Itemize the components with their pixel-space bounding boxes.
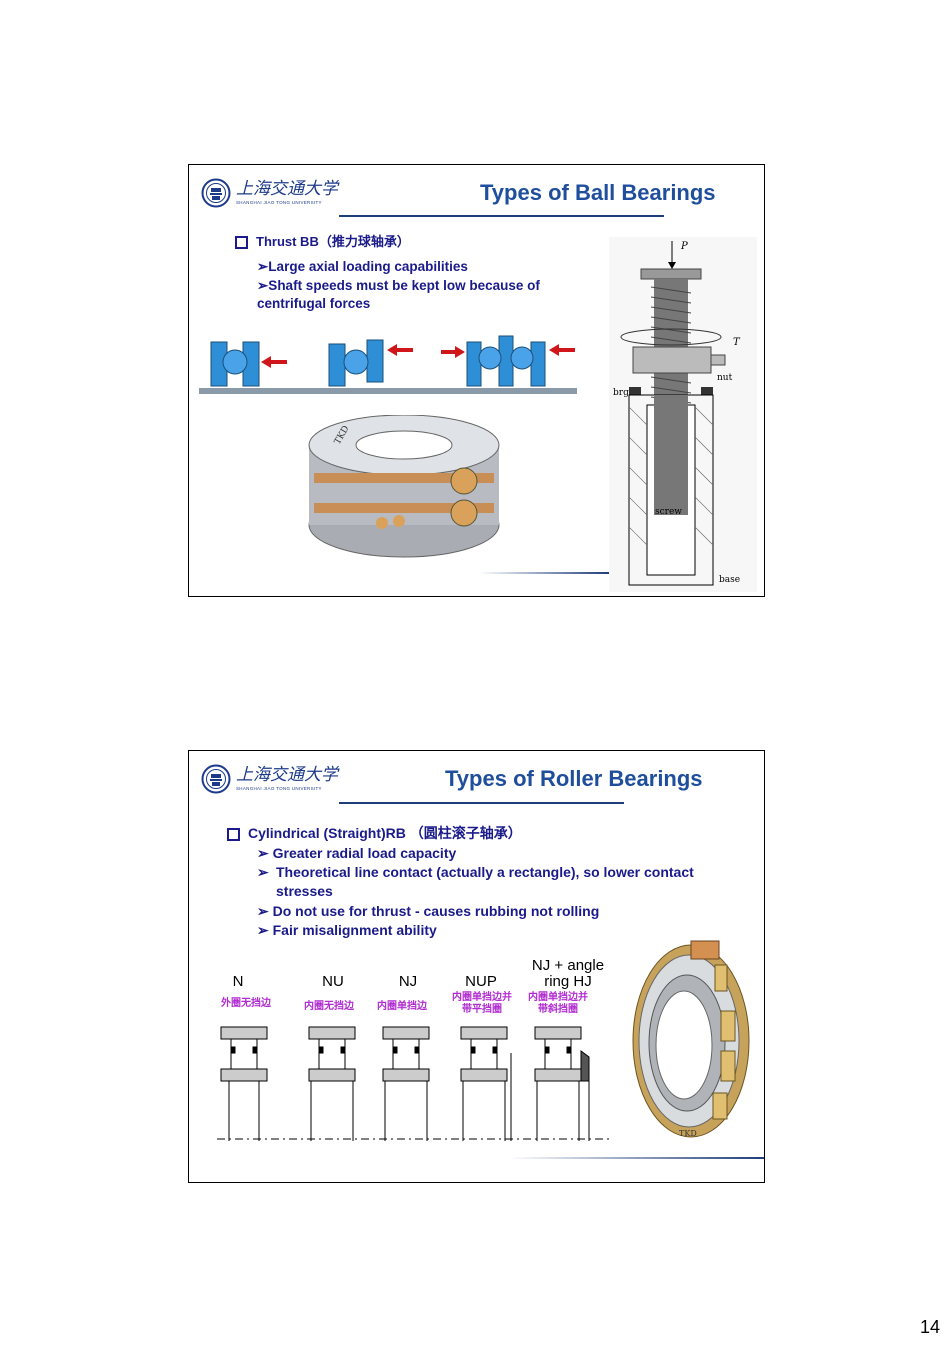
type-label-nu: NU (322, 973, 344, 990)
type-label-nj-hj: NJ + angle ring HJ (531, 957, 605, 990)
type-cn-label: 内圈单挡边并带斜挡圈 (528, 992, 588, 1015)
power-screw-figure: P T nut brg (609, 237, 757, 592)
type-label-nup: NUP (465, 973, 497, 990)
page-number: 14 (919, 1317, 940, 1337)
square-bullet-icon (227, 827, 240, 841)
section-heading-text: Thrust BB（推力球轴承） (256, 234, 410, 249)
title-underline (339, 215, 664, 217)
type-cn-label: 内圈无挡边 (304, 1001, 354, 1012)
load-label: P (680, 241, 688, 252)
logo-chinese-name: 上海交通大学 (236, 765, 338, 785)
cylindrical-roller-bearing-3d-image: TKD (632, 940, 750, 1138)
university-seal-icon (201, 764, 231, 794)
title-underline (339, 802, 624, 804)
type-label-nj: NJ (398, 973, 418, 990)
logo-chinese-name: 上海交通大学 (236, 179, 338, 199)
torque-label: T (733, 337, 741, 348)
section-heading: Thrust BB（推力球轴承） (235, 231, 410, 250)
section-heading: Cylindrical (Straight)RB （圆柱滚子轴承） (227, 823, 522, 843)
section-nj-hj (534, 1026, 590, 1141)
slide-ball-bearings: 上海交通大学 SHANGHAI JIAO TONG UNIVERSITY Typ… (188, 164, 765, 597)
logo-english-name: SHANGHAI JIAO TONG UNIVERSITY (236, 200, 322, 205)
thrust-bearing-diagram (199, 335, 577, 394)
type-label-n: N (232, 973, 244, 990)
thrust-bearing-section-3 (441, 335, 575, 387)
university-logo: 上海交通大学 SHANGHAI JIAO TONG UNIVERSITY (201, 761, 338, 797)
footer-rule (509, 1157, 764, 1159)
university-logo: 上海交通大学 SHANGHAI JIAO TONG UNIVERSITY (201, 175, 338, 211)
slide-title: Types of Roller Bearings (445, 766, 703, 791)
bullet-item: ➢ Do not use for thrust - causes rubbing… (257, 903, 600, 919)
section-nu (308, 1026, 356, 1141)
section-heading-text: Cylindrical (Straight)RB （圆柱滚子轴承） (248, 825, 522, 841)
thrust-bearing-section-1 (210, 341, 287, 387)
brg-label: brg (613, 388, 629, 398)
section-nup (460, 1026, 512, 1141)
square-bullet-icon (235, 236, 248, 250)
type-cn-label: 内圈单挡边并带平挡圈 (452, 992, 512, 1015)
university-seal-icon (201, 178, 231, 208)
base-label: base (719, 575, 740, 585)
bullet-item: ➢ Greater radial load capacity (257, 845, 457, 861)
slide-roller-bearings: 上海交通大学 SHANGHAI JIAO TONG UNIVERSITY Typ… (188, 750, 765, 1183)
bullet-item: ➢Theoretical line contact (actually a re… (257, 864, 694, 900)
footer-rule (479, 572, 609, 574)
section-nj (382, 1026, 430, 1141)
section-n (220, 1026, 268, 1141)
roller-bearing-sections-diagram (217, 1026, 609, 1141)
thrust-bearing-section-2 (328, 339, 413, 387)
type-cn-label: 内圈单挡边 (377, 1001, 427, 1012)
screw-label: screw (655, 507, 682, 517)
bullet-item: ➢ Fair misalignment ability (257, 922, 437, 938)
thrust-bearing-3d-image: TKD (308, 415, 500, 558)
bullet-item: ➢Shaft speeds must be kept low because o… (257, 278, 540, 311)
type-cn-label: 外圈无挡边 (221, 998, 271, 1009)
nut-label: nut (717, 373, 733, 383)
bullet-item: ➢Large axial loading capabilities (257, 259, 468, 274)
figure-brand-label: TKD (679, 1129, 697, 1138)
logo-english-name: SHANGHAI JIAO TONG UNIVERSITY (236, 786, 322, 791)
slide-title: Types of Ball Bearings (480, 180, 716, 205)
